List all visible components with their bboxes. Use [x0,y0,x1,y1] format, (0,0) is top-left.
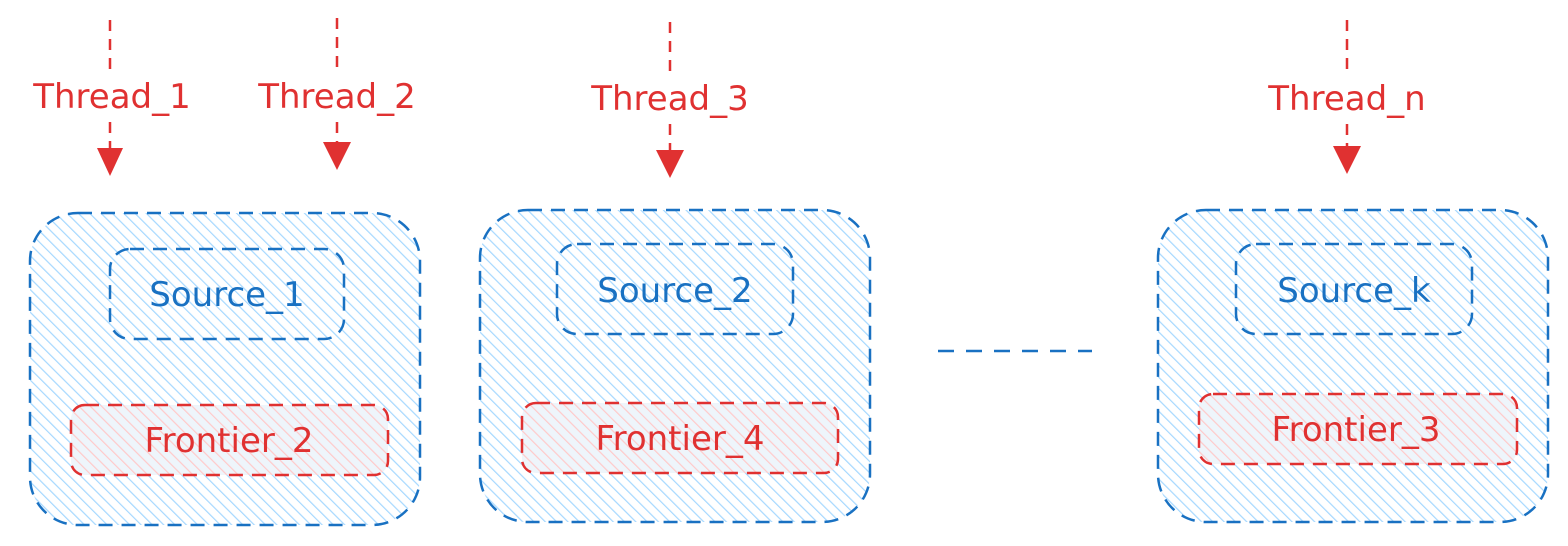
group-2: Source_2 Frontier_4 [478,208,872,524]
thread-label: Thread_n [1267,79,1425,119]
arrowhead-icon [323,142,351,170]
source-box [555,242,795,336]
arrowhead-icon [1333,146,1361,174]
frontier-box [1197,392,1519,466]
thread-label: Thread_3 [590,79,749,119]
arrowhead-icon [656,150,684,178]
source-box [1234,242,1474,336]
thread-arrow-1: Thread_1 [32,20,191,176]
thread-arrow-2: Thread_2 [257,18,416,170]
group-k: Source_k Frontier_3 [1156,208,1550,524]
frontier-label: Frontier_3 [1272,410,1441,450]
group-1: Source_1 Frontier_2 [28,211,422,527]
source-box [108,247,346,341]
arrowhead-icon [97,148,123,176]
thread-label: Thread_1 [32,77,191,117]
frontier-label: Frontier_2 [145,421,314,461]
source-label: Source_2 [597,271,752,311]
frontier-box [69,403,390,477]
thread-label: Thread_2 [257,77,416,117]
source-label: Source_1 [149,275,304,315]
frontier-box [520,401,840,475]
frontier-label: Frontier_4 [596,419,765,459]
source-label: Source_k [1277,271,1431,311]
thread-arrow-3: Thread_3 [590,22,749,178]
thread-arrow-n: Thread_n [1267,20,1426,174]
